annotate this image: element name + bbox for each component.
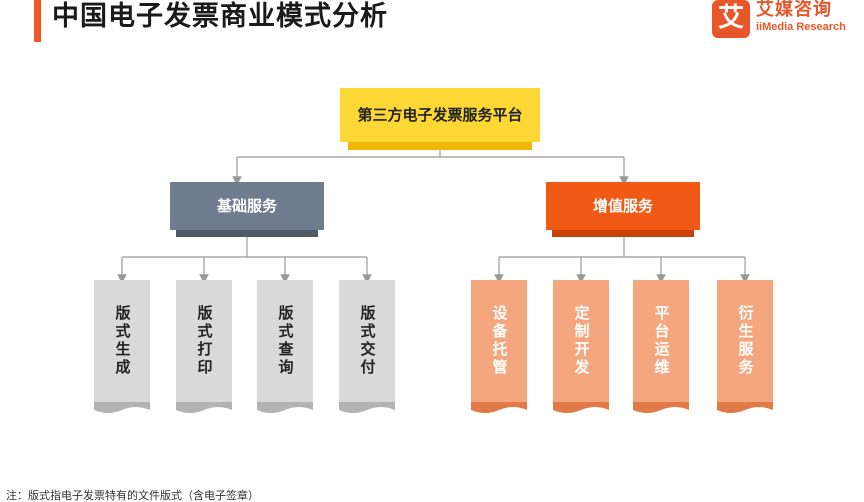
leaf-foot-shadow <box>339 402 395 413</box>
leaf-label: 版式查询 <box>276 305 295 377</box>
leaf-node: 设备托管 <box>471 280 527 402</box>
logo-name-en: iiMedia Research <box>756 21 846 33</box>
leaf-foot-shadow <box>94 402 150 413</box>
leaf-node: 版式查询 <box>257 280 313 402</box>
leaf-label: 版式打印 <box>195 305 214 377</box>
root-box-shadow <box>348 142 532 150</box>
value-branch-shadow <box>552 230 694 237</box>
footnote: 注：版式指电子发票特有的文件版式（含电子签章） <box>6 489 259 502</box>
leaf-node: 定制开发 <box>553 280 609 402</box>
basic-branch-shadow <box>176 230 318 237</box>
page-title: 中国电子发票商业模式分析 <box>52 1 388 32</box>
leaf-node: 版式交付 <box>339 280 395 402</box>
leaf-node: 版式打印 <box>176 280 232 402</box>
leaf-foot-shadow <box>176 402 232 413</box>
leaf-label: 版式生成 <box>113 305 132 377</box>
leaf-node: 版式生成 <box>94 280 150 402</box>
leaf-foot-shadow <box>257 402 313 413</box>
logo-mark-icon: 艾 <box>712 0 750 38</box>
leaf-label: 衍生服务 <box>736 305 755 377</box>
logo-name-cn: 艾媒咨询 <box>756 0 832 20</box>
leaf-node: 平台运维 <box>633 280 689 402</box>
title-accent-bar <box>34 0 41 42</box>
root-node: 第三方电子发票服务平台 <box>340 88 540 142</box>
leaf-node: 衍生服务 <box>717 280 773 402</box>
leaf-label: 平台运维 <box>652 305 671 377</box>
leaf-feet <box>94 402 773 413</box>
leaf-foot-shadow <box>553 402 609 413</box>
leaf-label: 设备托管 <box>490 305 509 377</box>
leaf-label: 定制开发 <box>572 305 591 377</box>
brand-logo: 艾 艾媒咨询 iiMedia Research <box>712 0 862 40</box>
leaf-foot-shadow <box>471 402 527 413</box>
leaf-label: 版式交付 <box>358 305 377 377</box>
leaf-foot-shadow <box>633 402 689 413</box>
branch-value-added-services: 增值服务 <box>546 182 700 230</box>
leaf-foot-shadow <box>717 402 773 413</box>
branch-basic-services: 基础服务 <box>170 182 324 230</box>
